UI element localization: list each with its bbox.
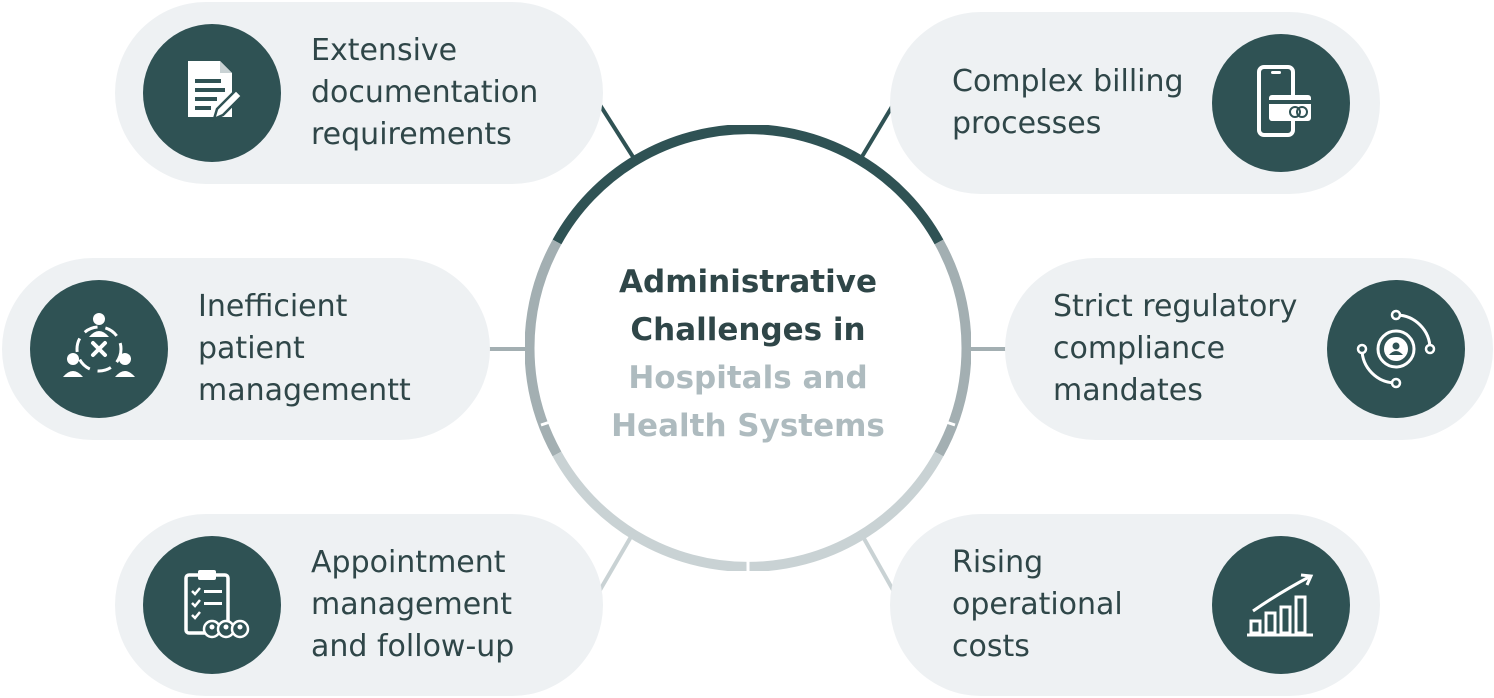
challenge-costs-line-2: operational xyxy=(952,587,1123,622)
challenge-billing-line-2: processes xyxy=(952,106,1102,141)
challenge-documentation-line-3: requirements xyxy=(311,117,512,152)
challenge-appointments-line-1: Appointment xyxy=(311,545,506,580)
center-title-line-3: Hospitals and xyxy=(628,360,868,396)
phone-payment-card-icon xyxy=(1212,34,1350,172)
challenge-patient-management-line-3: managementt xyxy=(198,373,411,408)
challenge-compliance-line-3: mandates xyxy=(1053,373,1203,408)
compliance-orbit-icon xyxy=(1327,280,1465,418)
challenge-costs-line-1: Rising xyxy=(952,545,1044,580)
challenge-billing-line-1: Complex billing xyxy=(952,64,1184,99)
challenge-appointments: Appointment management and follow-up xyxy=(115,514,603,696)
clipboard-checklist-icon xyxy=(143,536,281,674)
challenge-costs-line-3: costs xyxy=(952,629,1030,664)
center-title-line-4: Health Systems xyxy=(611,408,885,444)
challenge-compliance: Strict regulatory compliance mandates xyxy=(1005,258,1493,440)
challenge-documentation-line-1: Extensive xyxy=(311,33,458,68)
challenge-patient-management-line-1: Inefficient xyxy=(198,289,348,324)
center-ring xyxy=(525,125,971,571)
challenge-compliance-line-1: Strict regulatory xyxy=(1053,289,1298,324)
challenge-compliance-line-2: compliance xyxy=(1053,331,1226,366)
challenge-documentation: Extensive documentation requirements xyxy=(115,2,603,184)
patient-network-icon xyxy=(30,280,168,418)
challenge-billing: Complex billing processes xyxy=(890,12,1380,194)
challenge-patient-management-line-2: patient xyxy=(198,331,305,366)
document-pen-icon xyxy=(143,24,281,162)
challenge-costs: Rising operational costs xyxy=(890,514,1380,696)
challenge-appointments-line-2: management xyxy=(311,587,512,622)
center-title: Administrative Challenges in Hospitals a… xyxy=(560,258,936,450)
center-title-line-1: Administrative xyxy=(619,264,877,300)
center-title-line-2: Challenges in xyxy=(630,312,866,348)
challenge-patient-management: Inefficient patient managementt xyxy=(2,258,490,440)
bar-chart-growth-icon xyxy=(1212,536,1350,674)
challenge-documentation-line-2: documentation xyxy=(311,75,539,110)
challenge-appointments-line-3: and follow-up xyxy=(311,629,515,664)
